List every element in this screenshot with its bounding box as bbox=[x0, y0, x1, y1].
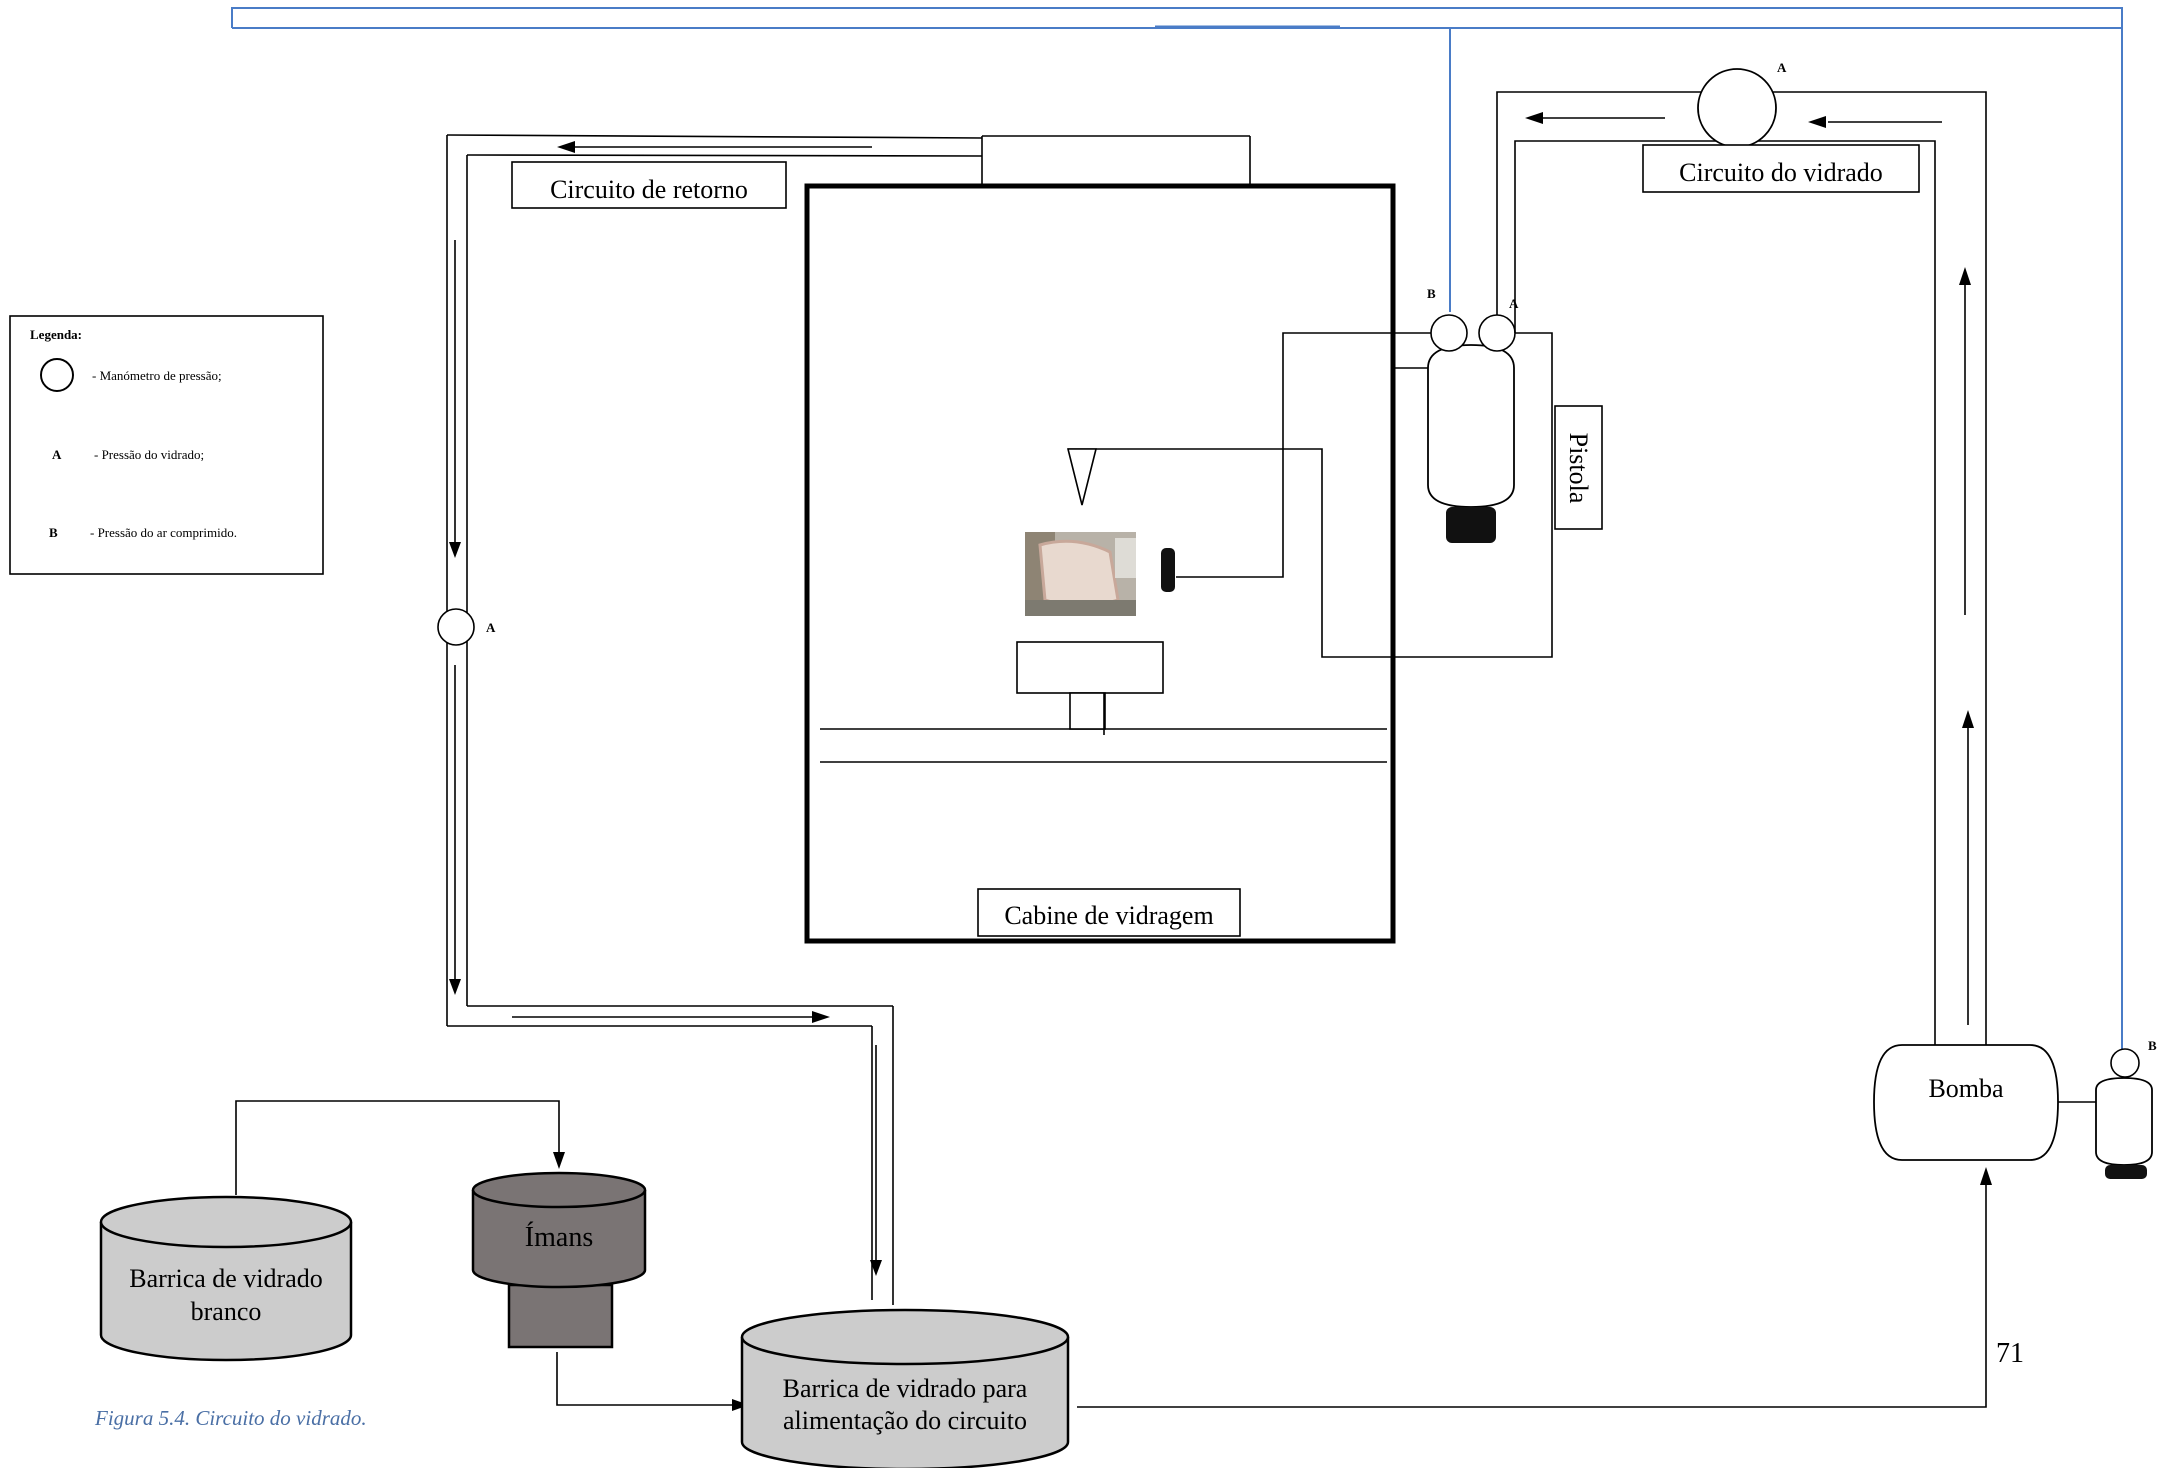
gun-glaze-gauge-icon bbox=[1479, 315, 1515, 351]
return-circuit-label: Circuito de retorno bbox=[550, 175, 748, 204]
gun-pressure-tank bbox=[1428, 315, 1515, 543]
feed-to-pump-pipe bbox=[1077, 1180, 1986, 1407]
turntable-top bbox=[1017, 642, 1163, 693]
turntable-stem bbox=[1070, 693, 1105, 729]
return-gauge-icon bbox=[438, 609, 474, 645]
spray-cone-icon bbox=[1068, 449, 1096, 505]
spray-nozzle-icon bbox=[1161, 548, 1175, 592]
legend-a-key: A bbox=[52, 447, 62, 462]
gun-air-gauge-icon bbox=[1431, 315, 1467, 351]
glaze-circuit-gauge-letter: A bbox=[1777, 60, 1787, 75]
glaze-circuit-pipe bbox=[1497, 92, 1986, 1045]
feed-barrel-label-2: alimentação do circuito bbox=[783, 1406, 1027, 1435]
magnets-label: Ímans bbox=[525, 1222, 593, 1253]
ceramic-piece-image bbox=[1025, 532, 1136, 616]
gun-label: Pistola bbox=[1564, 433, 1593, 504]
legend-gauge-icon bbox=[41, 359, 73, 391]
pump-gauge-letter: B bbox=[2148, 1038, 2157, 1053]
white-barrel-label-2: branco bbox=[191, 1297, 262, 1326]
glaze-circuit-gauge-icon bbox=[1698, 69, 1776, 147]
white-barrel-label-1: Barrica de vidrado bbox=[129, 1264, 322, 1293]
pump-air-tank bbox=[2096, 1049, 2152, 1179]
return-flow-arrows bbox=[449, 141, 882, 1276]
return-circuit-pipe bbox=[447, 135, 1250, 1305]
legend-b-key: B bbox=[49, 525, 58, 540]
legend-b-desc: - Pressão do ar comprimido. bbox=[90, 525, 237, 540]
legend-title: Legenda: bbox=[30, 327, 82, 342]
feed-to-pump-arrow bbox=[1980, 1167, 1992, 1185]
glaze-circuit-label: Circuito do vidrado bbox=[1679, 158, 1883, 187]
pump-label: Bomba bbox=[1928, 1074, 2004, 1103]
figure-caption: Figura 5.4. Circuito do vidrado. bbox=[94, 1406, 367, 1430]
magnets-unit bbox=[473, 1173, 645, 1347]
legend-a-desc: - Pressão do vidrado; bbox=[94, 447, 204, 462]
gun-gauge-b-letter: B bbox=[1427, 286, 1436, 301]
feed-barrel-label-1: Barrica de vidrado para bbox=[783, 1374, 1028, 1403]
page-number: 71 bbox=[1996, 1338, 2024, 1369]
legend-gauge-desc: - Manómetro de pressão; bbox=[92, 368, 222, 383]
return-gauge-letter: A bbox=[486, 620, 496, 635]
magnets-to-feed-pipe bbox=[557, 1352, 735, 1405]
pump-air-gauge-icon bbox=[2111, 1049, 2139, 1077]
gun-gauge-a-letter: A bbox=[1509, 296, 1519, 311]
cabin-label: Cabine de vidragem bbox=[1004, 901, 1213, 930]
